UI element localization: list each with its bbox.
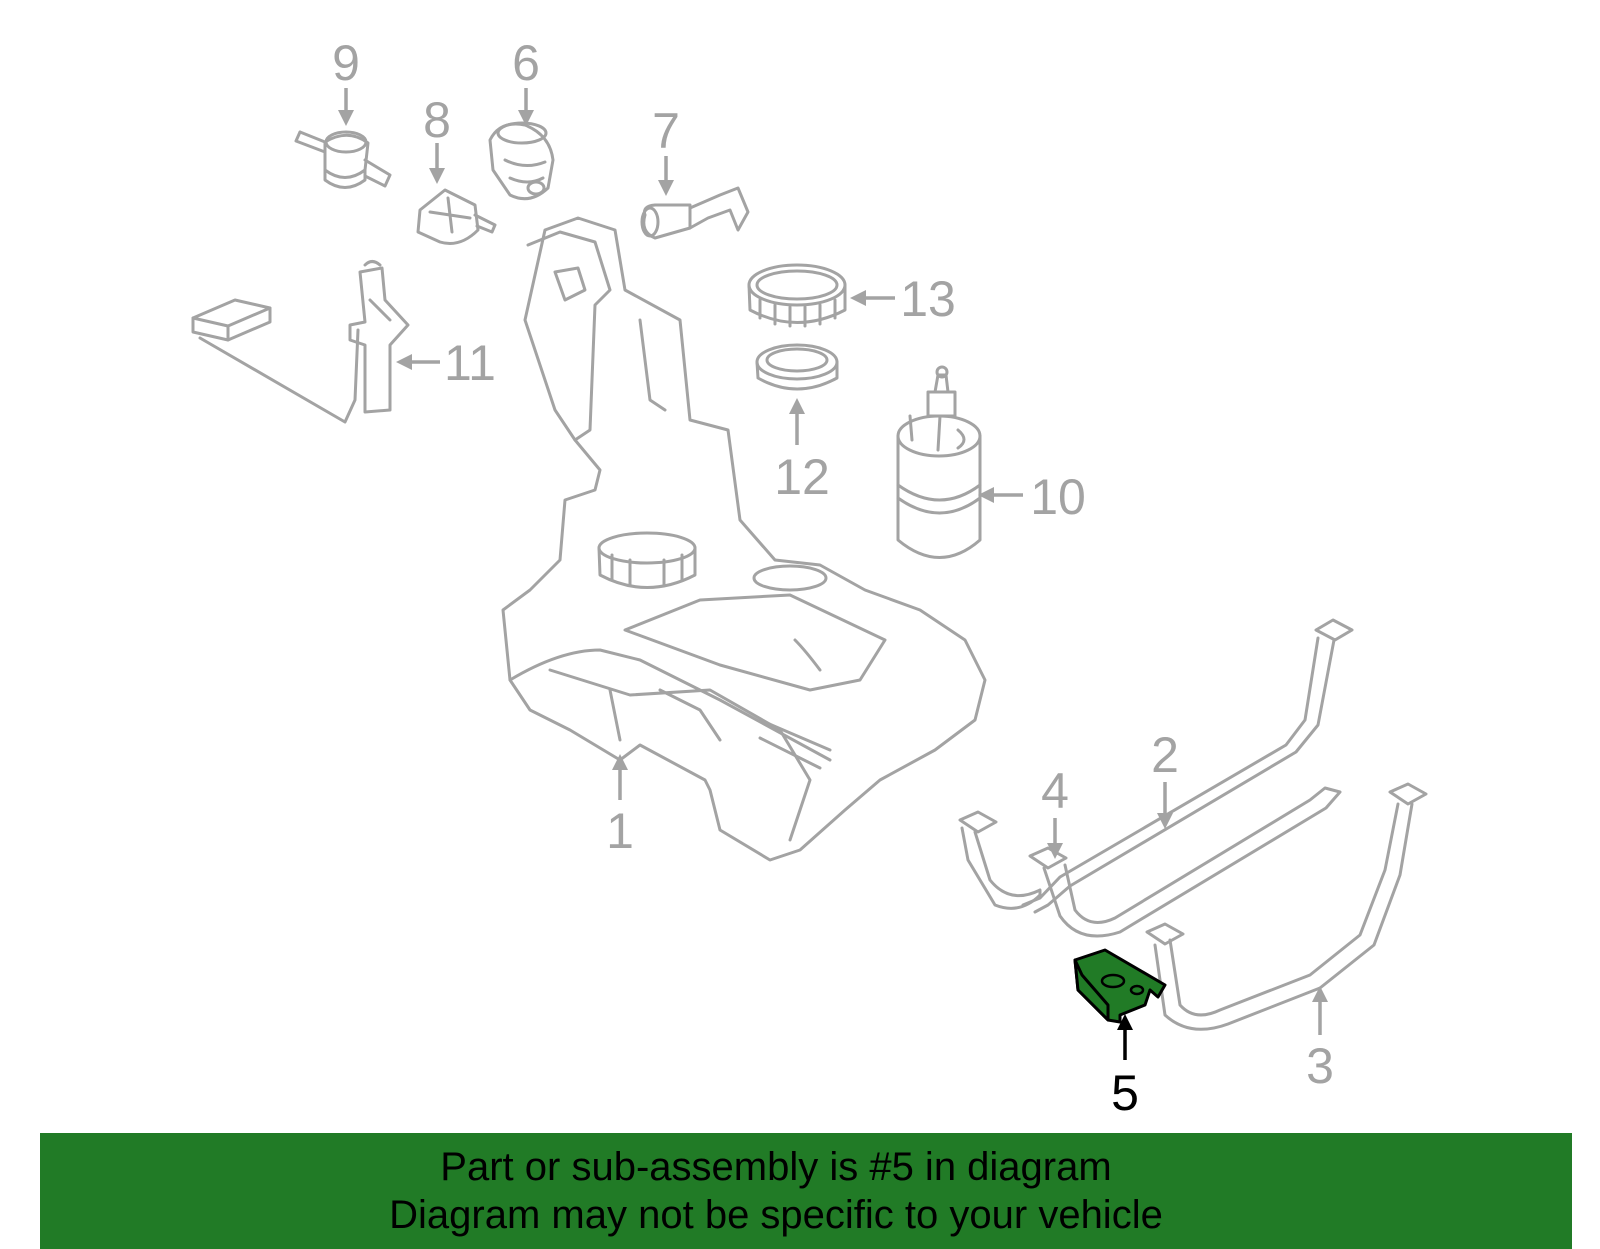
banner-line-disclaimer: Diagram may not be specific to your vehi… (389, 1193, 1163, 1237)
part-1-fuel-tank[interactable] (501, 216, 987, 862)
part-9-valve[interactable] (294, 130, 392, 189)
callout-5[interactable]: 5 (1111, 1065, 1139, 1121)
callout-8[interactable]: 8 (423, 92, 451, 148)
arrowhead-4 (1047, 843, 1063, 859)
part-7-connector[interactable] (640, 186, 750, 240)
part-13-lock-ring[interactable] (747, 263, 847, 328)
part-3-tank-strap[interactable] (1145, 782, 1428, 1031)
arrowhead-13 (850, 290, 866, 306)
arrowhead-2 (1157, 813, 1173, 829)
info-banner: Part or sub-assembly is #5 in diagram Di… (40, 1133, 1572, 1249)
parts-diagram: 9 8 6 7 11 13 (191, 35, 1428, 1121)
arrowhead-5 (1117, 1014, 1133, 1030)
bracket-hole-large (1100, 973, 1126, 989)
bracket-hole-small (1129, 984, 1145, 996)
callout-12[interactable]: 12 (774, 449, 830, 505)
callout-2[interactable]: 2 (1151, 727, 1179, 783)
callout-9[interactable]: 9 (332, 35, 360, 91)
part-2-tank-strap[interactable] (1021, 618, 1354, 914)
arrowhead-8 (429, 168, 445, 184)
callout-7[interactable]: 7 (652, 103, 680, 159)
callout-10[interactable]: 10 (1030, 469, 1086, 525)
arrowhead-9 (338, 110, 354, 126)
arrowhead-10 (978, 487, 994, 503)
part-8-vent-valve[interactable] (416, 188, 497, 245)
part-10-fuel-pump[interactable] (896, 365, 982, 559)
callout-1[interactable]: 1 (606, 803, 634, 859)
arrowhead-12 (789, 398, 805, 414)
part-4-tank-strap[interactable] (958, 786, 1342, 938)
arrowhead-7 (658, 180, 674, 196)
part-5-bracket-highlighted[interactable] (1073, 948, 1167, 1024)
arrowhead-3 (1312, 986, 1328, 1002)
arrowhead-1 (612, 754, 628, 770)
part-11-fuel-sender[interactable] (191, 260, 410, 424)
callout-13[interactable]: 13 (900, 271, 956, 327)
callout-11[interactable]: 11 (444, 335, 496, 391)
part-12-seal[interactable] (755, 343, 839, 391)
callout-3[interactable]: 3 (1306, 1038, 1334, 1094)
callout-6[interactable]: 6 (512, 35, 540, 91)
part-6-fuel-cap[interactable] (488, 121, 555, 201)
arrowhead-11 (396, 354, 412, 370)
arrowhead-6 (518, 110, 534, 126)
banner-line-part-number: Part or sub-assembly is #5 in diagram (440, 1145, 1112, 1189)
callout-4[interactable]: 4 (1041, 763, 1069, 819)
